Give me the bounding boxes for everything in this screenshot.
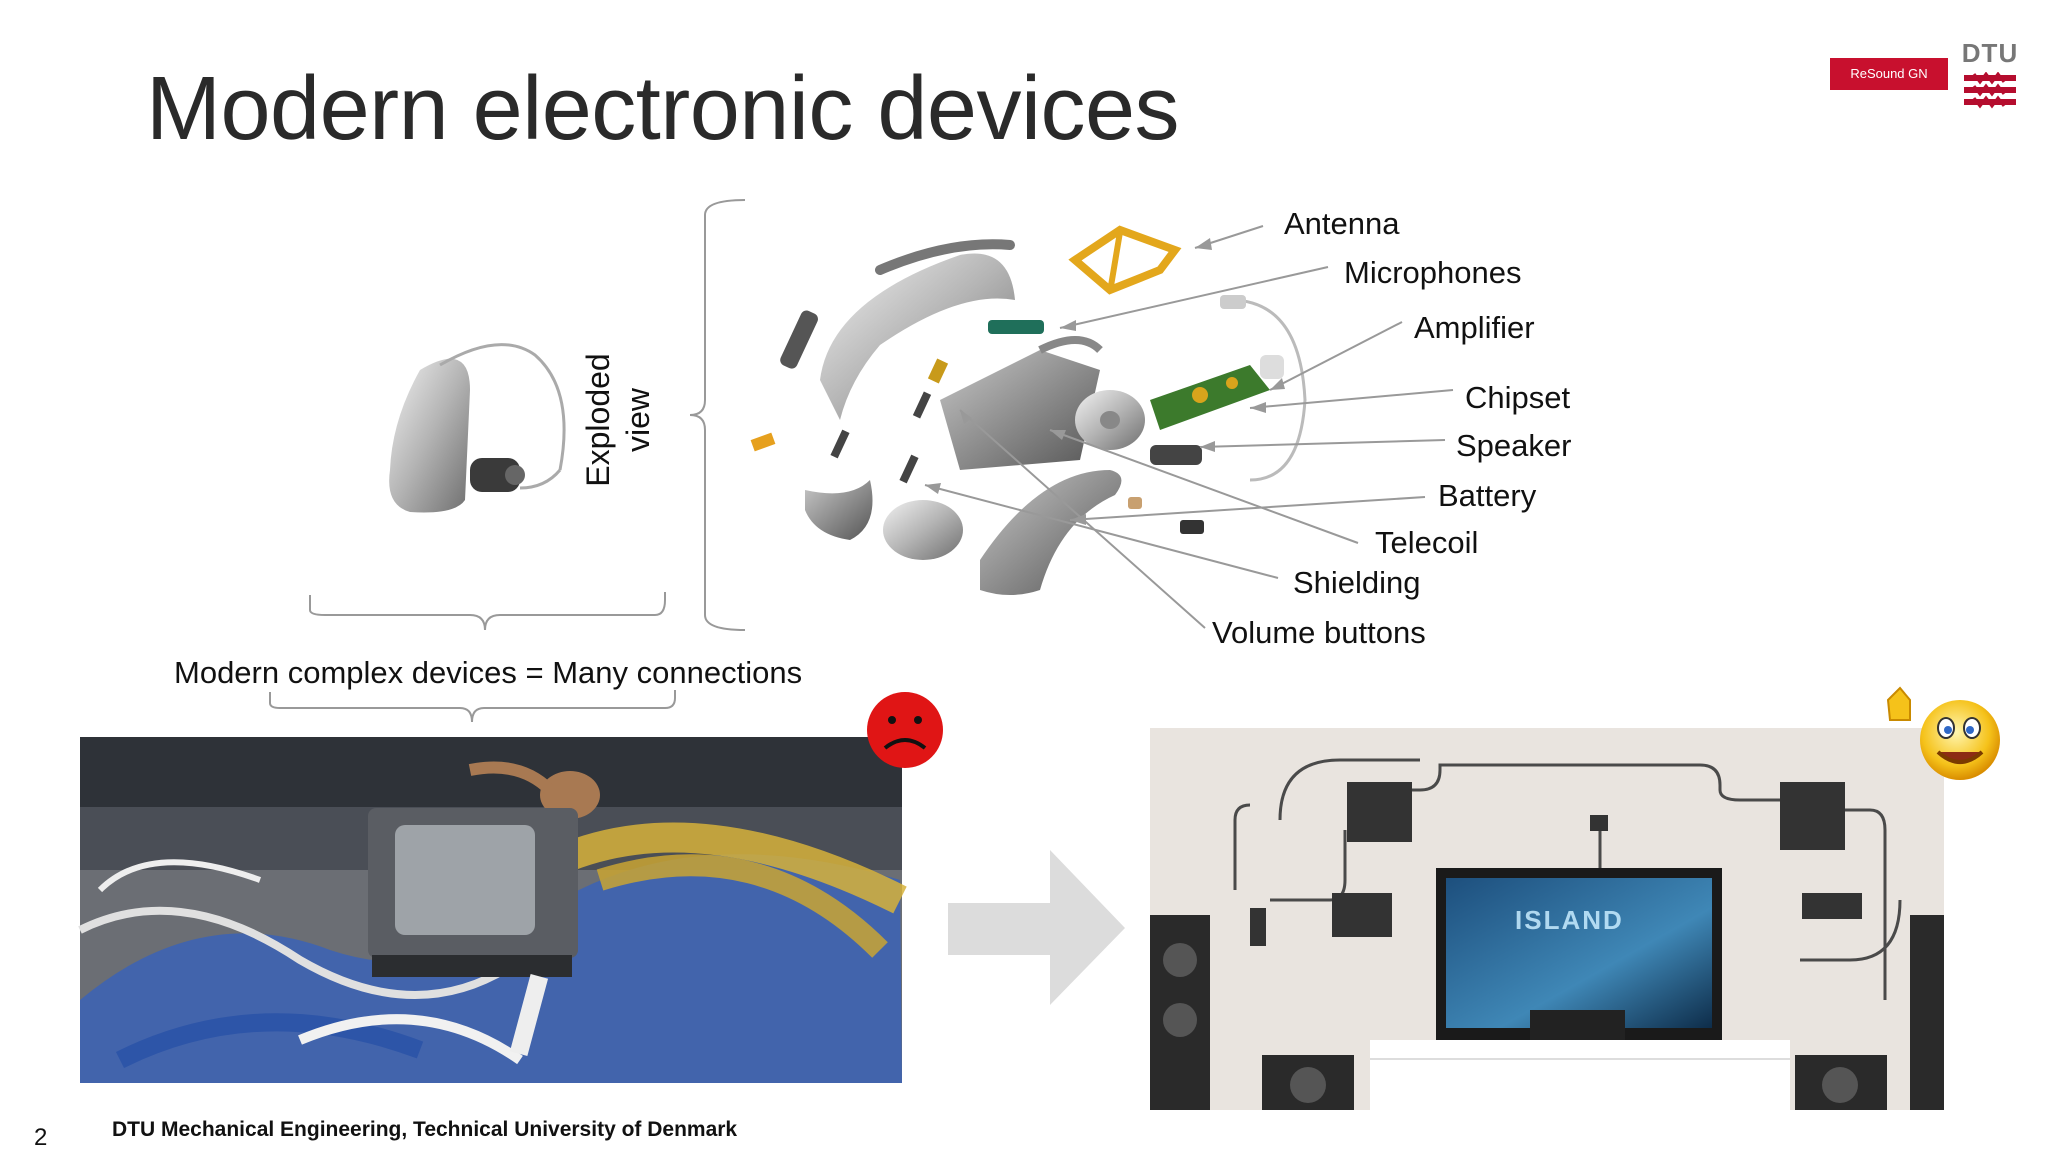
part-label-shielding: Shielding bbox=[1293, 565, 1421, 600]
part-label-battery: Battery bbox=[1438, 478, 1537, 513]
part-label-volume-buttons: Volume buttons bbox=[1212, 615, 1426, 650]
caption-bracket bbox=[269, 690, 676, 723]
transition-arrow-icon bbox=[948, 850, 1125, 1005]
exploded-view-label-line1: Exploded bbox=[580, 353, 616, 487]
part-label-chipset: Chipset bbox=[1465, 380, 1571, 415]
part-label-speaker: Speaker bbox=[1456, 428, 1572, 463]
happy-face-icon bbox=[1886, 686, 2000, 780]
sad-face-icon bbox=[867, 692, 943, 768]
exploded-components bbox=[750, 225, 1307, 595]
dtu-mark-icon bbox=[1964, 72, 2016, 109]
exploded-view-bracket bbox=[689, 199, 746, 631]
resound-logo: ReSound GN bbox=[1830, 58, 1948, 90]
part-label-microphones: Microphones bbox=[1344, 255, 1522, 290]
dtu-logo: DTU bbox=[1960, 38, 2020, 110]
messy-cables-photo bbox=[78, 737, 907, 1083]
hearing-aid-image bbox=[389, 343, 566, 513]
part-label-amplifier: Amplifier bbox=[1414, 310, 1535, 345]
exploded-view-label: Exploded view bbox=[560, 345, 700, 505]
tidy-tv-photo bbox=[1150, 728, 1944, 1110]
devices-caption: Modern complex devices = Many connection… bbox=[174, 655, 803, 690]
tv-screen-text: ISLAND bbox=[1515, 905, 1624, 935]
page-number: 2 bbox=[34, 1124, 48, 1151]
hearing-aid-bracket bbox=[309, 592, 666, 631]
exploded-view-label-line2: view bbox=[620, 388, 656, 453]
footer-text: DTU Mechanical Engineering, Technical Un… bbox=[112, 1118, 738, 1141]
leader-arrowheads bbox=[925, 238, 1285, 525]
slide-title: Modern electronic devices bbox=[146, 59, 1180, 159]
part-label-antenna: Antenna bbox=[1284, 206, 1400, 241]
resound-logo-text: ReSound GN bbox=[1850, 66, 1928, 81]
part-label-telecoil: Telecoil bbox=[1375, 525, 1479, 560]
dtu-logo-text: DTU bbox=[1961, 38, 2019, 68]
